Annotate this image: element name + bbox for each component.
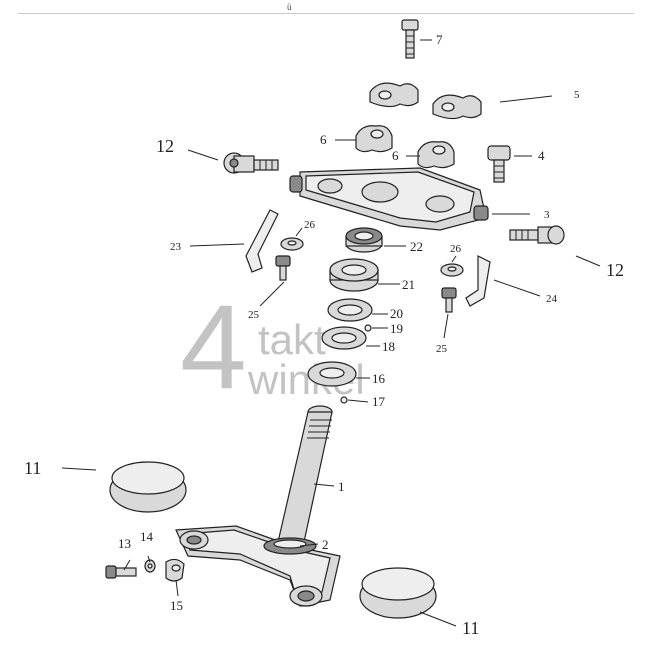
bearing-cone-21 xyxy=(329,258,379,292)
washer-14 xyxy=(144,559,156,573)
callout-22: 22 xyxy=(410,239,423,254)
bracket-23 xyxy=(245,209,279,273)
header-mark: ü xyxy=(287,2,292,12)
callout-21: 21 xyxy=(402,277,415,292)
bolt-25-right xyxy=(441,287,457,313)
cap-11-left xyxy=(109,461,187,513)
ball-19 xyxy=(364,324,372,332)
callout-12a: 12 xyxy=(156,136,174,156)
handlebar-holder-6 xyxy=(355,125,455,169)
clip-15 xyxy=(165,558,185,582)
callout-17: 17 xyxy=(372,394,386,409)
lower-bridge-2 xyxy=(175,525,341,607)
bearing-race-20 xyxy=(327,298,373,322)
callout-11b: 11 xyxy=(462,618,479,638)
callout-11a: 11 xyxy=(24,458,41,478)
callout-1: 1 xyxy=(338,479,345,494)
washer-26-right xyxy=(440,263,464,277)
watermark: 4 takt winkel xyxy=(180,280,365,414)
watermark-digit: 4 xyxy=(180,280,247,414)
bolt-13 xyxy=(105,565,137,579)
callout-14: 14 xyxy=(140,529,154,544)
callout-6a: 6 xyxy=(320,132,327,147)
callout-2: 2 xyxy=(322,537,329,552)
callout-5: 5 xyxy=(574,89,580,101)
callout-4: 4 xyxy=(538,148,545,163)
callout-26b: 26 xyxy=(450,243,462,255)
washer-26-left xyxy=(280,237,304,251)
callout-13: 13 xyxy=(118,536,131,551)
handlebar-clamp-5 xyxy=(369,82,482,120)
bolt-25-left xyxy=(275,255,291,281)
bolt-4 xyxy=(487,145,511,183)
allen-bolt-12-right xyxy=(509,225,565,245)
stem-nut-22 xyxy=(345,227,383,253)
bracket-24 xyxy=(465,255,491,307)
callout-6b: 6 xyxy=(392,148,399,163)
callout-labels: 7 5 6 6 4 12 3 26 23 22 26 12 21 24 25 2… xyxy=(24,32,624,638)
callout-20: 20 xyxy=(390,306,403,321)
allen-bolt-12-left xyxy=(223,152,279,174)
callout-24: 24 xyxy=(546,293,558,305)
watermark-line1: takt xyxy=(258,316,326,363)
callout-15: 15 xyxy=(170,598,183,613)
header-rule xyxy=(18,13,634,14)
steering-stem-1 xyxy=(277,405,333,543)
top-bridge-3 xyxy=(289,167,489,231)
callout-12b: 12 xyxy=(606,260,624,280)
leader-lines xyxy=(61,39,601,627)
callout-3: 3 xyxy=(544,209,550,221)
callout-18: 18 xyxy=(382,339,395,354)
bearing-race-18 xyxy=(321,326,367,350)
callout-7: 7 xyxy=(436,32,443,47)
callout-25b: 25 xyxy=(436,343,448,355)
cap-11-right xyxy=(359,567,437,619)
bolt-7 xyxy=(401,19,419,59)
callout-23: 23 xyxy=(170,241,182,253)
dust-seal-16 xyxy=(307,361,357,387)
ball-17 xyxy=(340,396,348,404)
callout-19: 19 xyxy=(390,321,403,336)
callout-26a: 26 xyxy=(304,219,316,231)
callout-25a: 25 xyxy=(248,309,260,321)
callout-16: 16 xyxy=(372,371,386,386)
